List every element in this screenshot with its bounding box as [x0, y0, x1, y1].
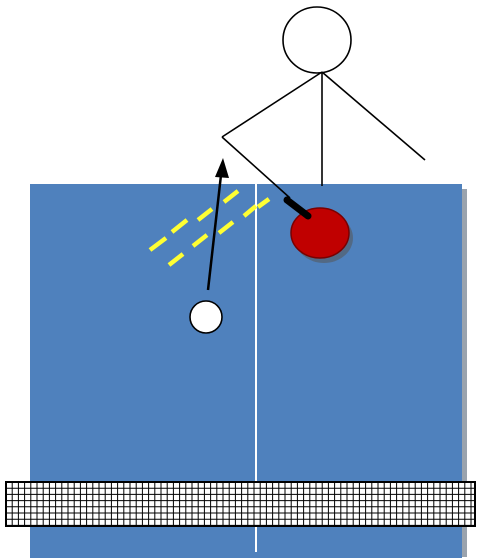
net-icon — [5, 481, 476, 527]
motion-line — [256, 197, 271, 209]
player-right-arm — [321, 71, 426, 161]
ball-trajectory-arrow — [206, 158, 229, 291]
motion-line — [196, 207, 214, 222]
motion-line — [167, 252, 185, 267]
motion-line — [148, 236, 168, 252]
paddle-blade — [290, 207, 350, 259]
motion-line — [222, 189, 240, 204]
net-mesh — [6, 482, 475, 526]
player-left-arm-upper — [221, 71, 323, 138]
ball-icon — [189, 300, 223, 334]
motion-line — [170, 218, 189, 234]
player-left-arm-lower — [221, 136, 291, 199]
motion-line — [191, 233, 209, 248]
motion-lines — [148, 189, 271, 267]
arrow-shaft — [206, 174, 223, 291]
stick-figure-icon — [221, 6, 426, 199]
motion-line — [242, 204, 258, 218]
arrow-head — [215, 158, 229, 178]
paddle-icon — [283, 196, 353, 263]
paddle-handle — [283, 196, 312, 220]
motion-line — [217, 220, 235, 235]
player-head — [282, 6, 352, 74]
